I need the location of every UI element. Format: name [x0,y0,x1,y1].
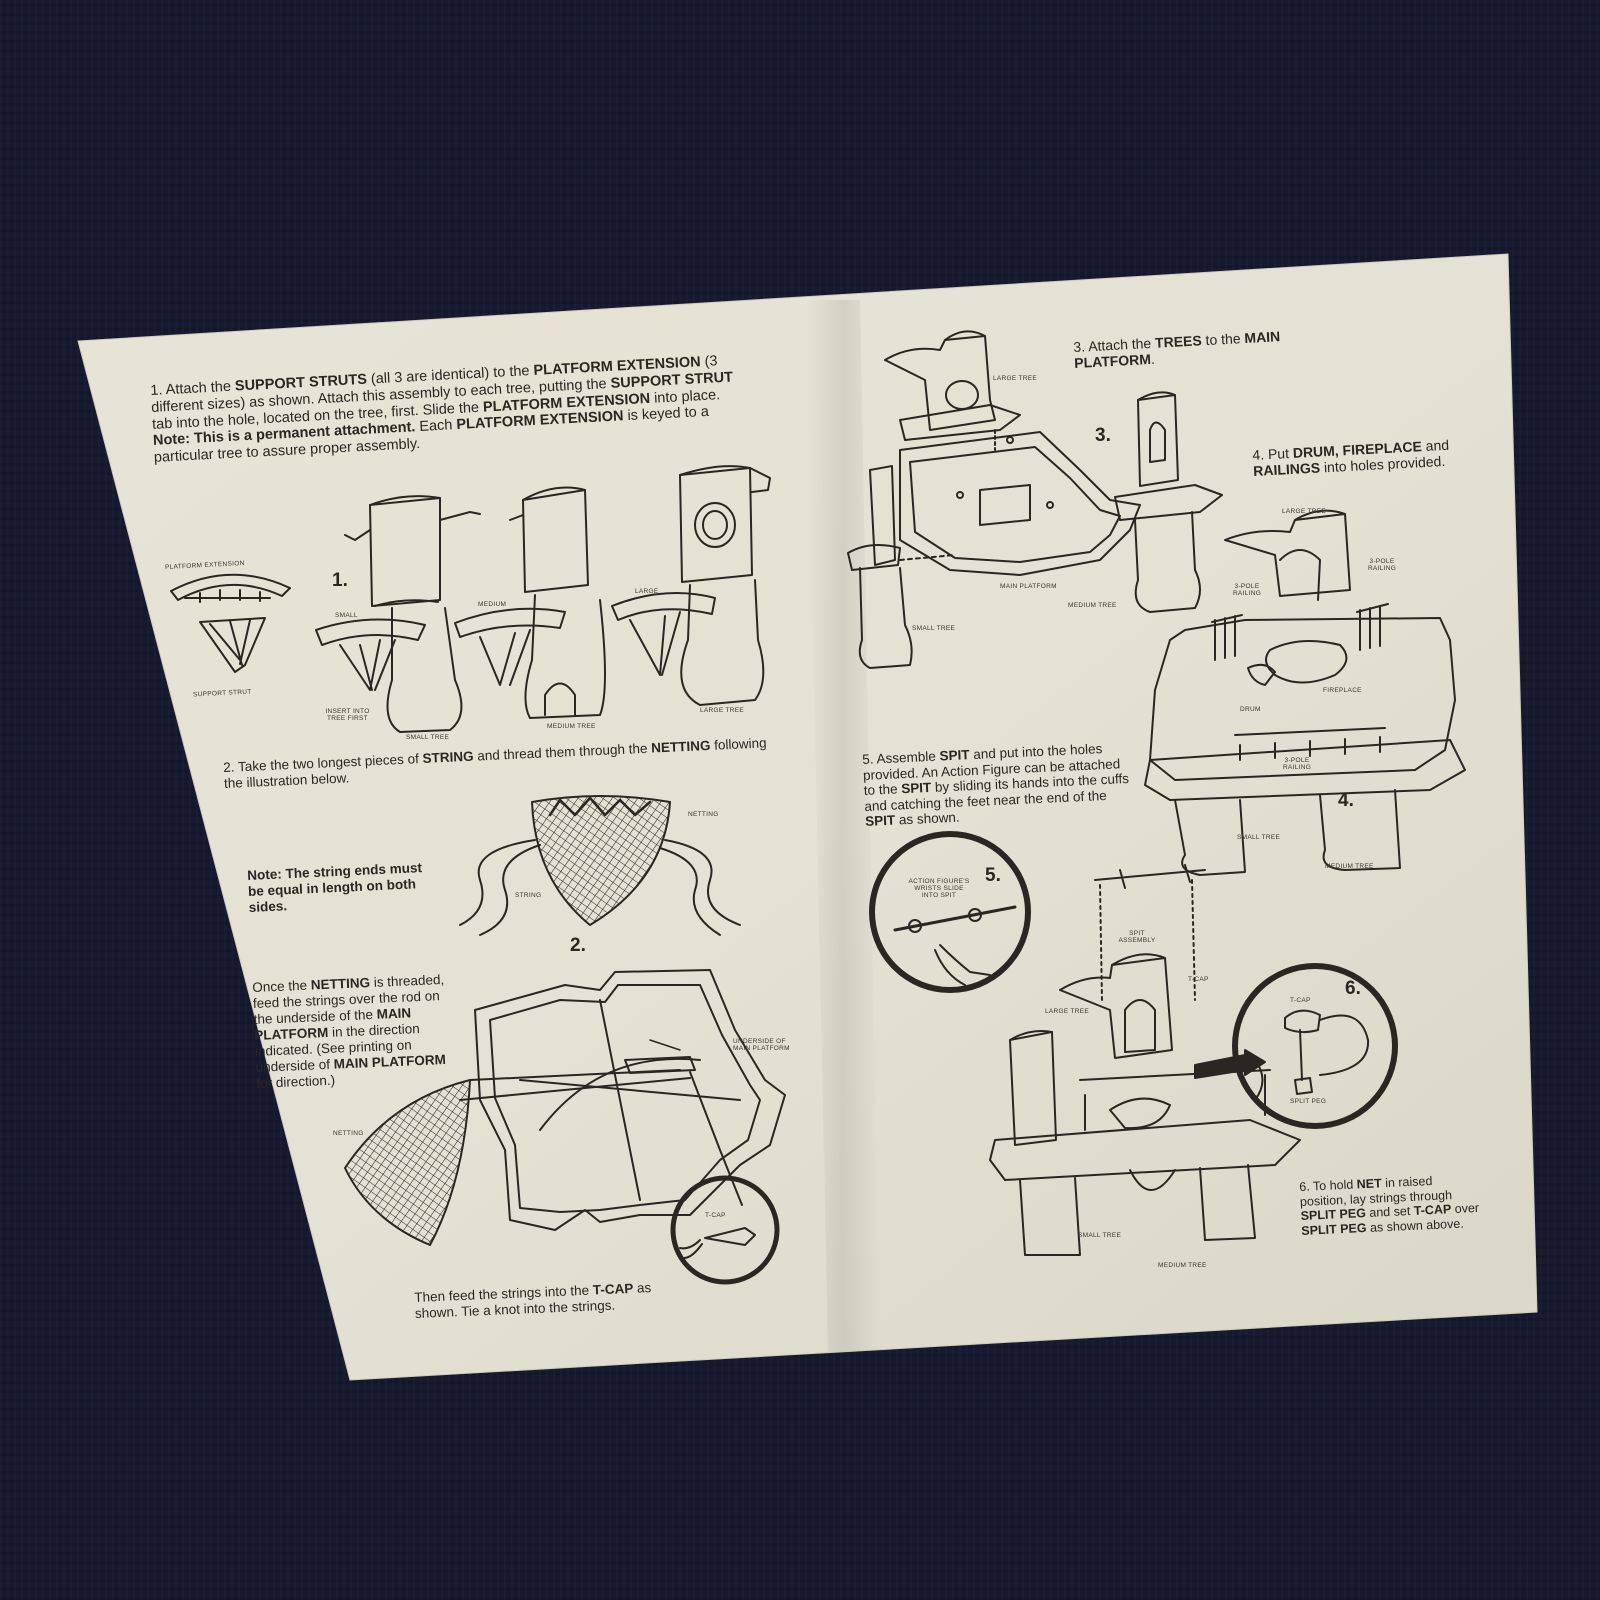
netting-raised-drawing [344,1069,743,1246]
text-segment: SPIT [939,747,970,764]
label-netting-2: NETTING [688,811,719,818]
label-pole-railing-front: 3-POLE RAILING [1282,757,1312,771]
netting-drawing [459,795,741,936]
text-segment: for direction.) [256,1072,336,1091]
text-segment: SPIT [900,779,932,797]
text-segment: Each [414,417,457,436]
label-netting-raised: NETTING [333,1130,364,1137]
text-segment: Once the [252,977,312,995]
text-segment: SPLIT PEG [1300,1220,1367,1238]
label-large: LARGE [635,588,659,595]
step5-number: 5. [985,865,1001,886]
step5-instructions: 5. Assemble SPIT and put into the holes … [862,740,1135,830]
text-segment: and [1421,436,1450,455]
step3-number: 3. [1095,425,1111,446]
support-strut-drawing [199,617,266,673]
spit-circle-drawing [869,831,1031,993]
label-fireplace: FIREPLACE [1323,687,1362,694]
text-segment: TREES [1154,332,1203,351]
text-segment: NETTING [310,975,371,993]
label-main-platform: MAIN PLATFORM [1000,583,1057,590]
text-segment: NET [1356,1176,1383,1192]
label-small-tree-3: SMALL TREE [912,625,956,632]
step2-number: 2. [570,935,586,956]
label-small-tree-1: SMALL TREE [406,734,450,741]
text-segment: to the [1201,330,1245,349]
label-medium-tree-3: MEDIUM TREE [1068,602,1117,609]
label-medium-tree-4: MEDIUM TREE [1325,863,1374,870]
main-platform-underside-drawing [474,969,786,1231]
label-underside: UNDERSIDE OF MAIN PLATFORM [733,1038,790,1052]
text-segment: over [1450,1200,1480,1217]
label-tcap-6: T-CAP [1290,997,1311,1004]
label-insert: INSERT INTO TREE FIRST [325,708,370,722]
medium-tree-drawing [454,486,606,719]
label-tcap-1: T-CAP [705,1212,726,1219]
label-drum: DRUM [1240,706,1261,713]
label-large-tree-5: LARGE TREE [1045,1008,1090,1015]
threaded-instructions: Once the NETTING is threaded, feed the s… [252,972,452,1092]
tcap-split-peg-circle-drawing [1232,963,1398,1129]
label-large-tree-3: LARGE TREE [993,375,1038,382]
step2-note: Note: The string ends must be equal in l… [247,860,423,915]
text-segment: STRING [422,748,474,766]
label-pole-railing-right: 3-POLE RAILING [1367,558,1397,572]
step5-assembly-drawing [989,864,1301,1256]
step6-instructions: 6. To hold NET in raised position, lay s… [1299,1172,1481,1238]
label-small-tree-4: SMALL TREE [1237,834,1281,841]
text-segment: NETTING [650,737,711,756]
text-segment: T-CAP [592,1280,634,1298]
small-tree-drawing [315,495,481,733]
label-medium-tree-5: MEDIUM TREE [1158,1262,1207,1269]
label-wrists: ACTION FIGURE'S WRISTS SLIDE INTO SPIT [908,878,970,899]
text-segment: and set [1365,1203,1415,1220]
label-large-tree-4: LARGE TREE [1282,508,1327,515]
step4-number: 4. [1338,790,1354,811]
large-tree-drawing [611,465,771,706]
label-medium-tree-1: MEDIUM TREE [547,723,596,730]
text-segment: . [1150,350,1156,367]
text-segment: T-CAP [1413,1202,1452,1218]
step3-assembly-drawing [847,330,1223,669]
label-spit-assembly: SPIT ASSEMBLY [1118,930,1156,944]
text-segment: into place. [649,386,721,407]
platform-extension-drawing [170,573,291,603]
step1-number: 1. [332,570,348,591]
label-split-peg: SPLIT PEG [1290,1098,1327,1105]
text-segment: as shown. [894,809,960,828]
label-small: SMALL [335,612,358,619]
text-segment: SPIT [864,812,896,829]
step4-assembly-drawing [1144,509,1466,876]
label-large-tree-1: LARGE TREE [700,707,745,714]
step6-number: 6. [1345,978,1361,999]
label-small-tree-5: SMALL TREE [1078,1232,1122,1239]
label-medium: MEDIUM [478,601,507,608]
label-string: STRING [515,892,542,899]
label-pole-railing-left: 3-POLE RAILING [1232,583,1262,597]
label-tcap-5: T-CAP [1188,976,1209,983]
tcap-circle-drawing [670,1175,780,1285]
